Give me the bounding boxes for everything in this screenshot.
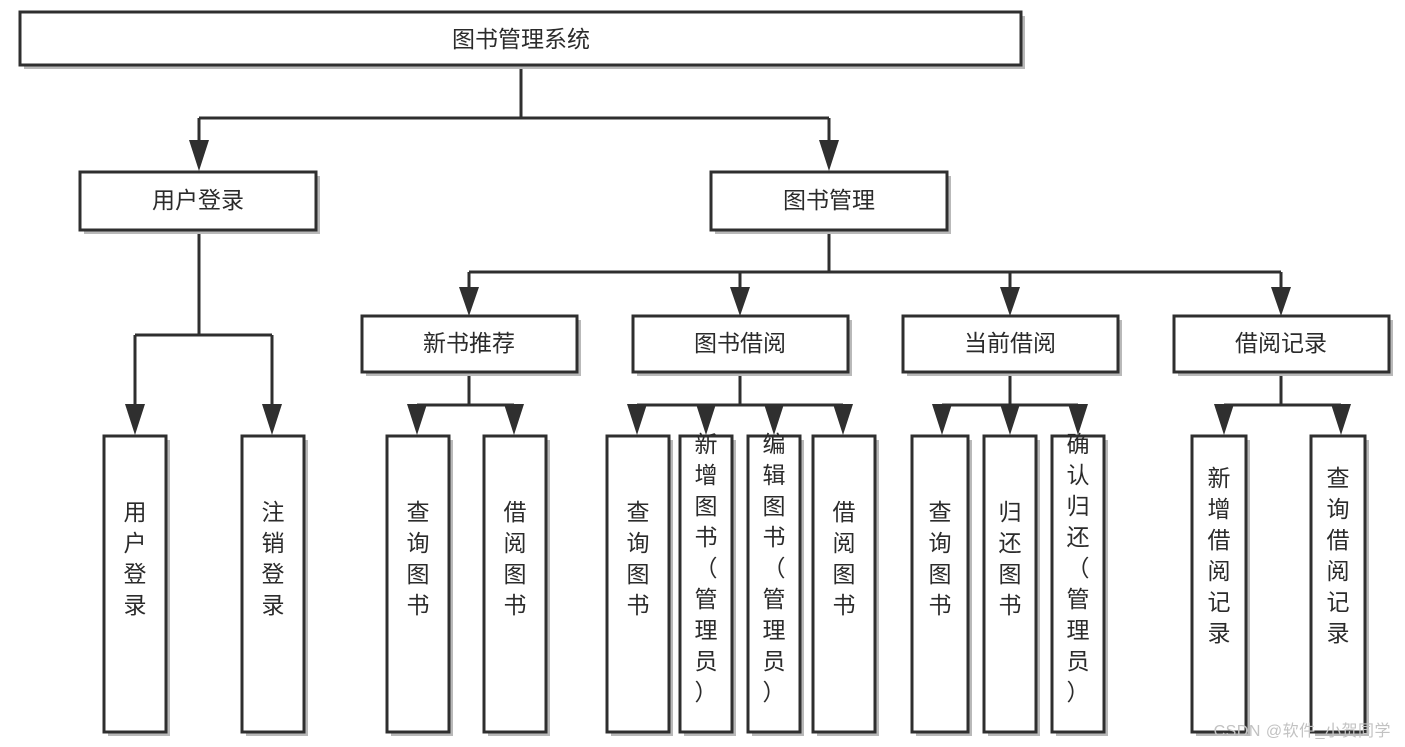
root-box: [18, 10, 1023, 67]
leaf-node-recommend-query-book[interactable]: 查询图书: [385, 434, 453, 736]
borrow-record-box: [1172, 314, 1391, 374]
node-book-manage[interactable]: 图书管理: [709, 170, 951, 234]
csdn-watermark: CSDN @软件_小贺同学: [1213, 723, 1391, 740]
leaf-borrow-borrow-label: 借阅图书: [833, 499, 856, 618]
borrow-record-label: 借阅记录: [1235, 330, 1327, 356]
arrow-head-record-leaf-2: [1331, 404, 1351, 435]
arrow-head-new-book-recommend: [459, 287, 479, 316]
leaf-node-borrow-borrow-book[interactable]: 借阅图书: [811, 434, 879, 736]
leaf-node-borrow-query-book[interactable]: 查询图书: [605, 434, 673, 736]
user-login-label: 用户登录: [152, 187, 244, 213]
node-root-system[interactable]: 图书管理系统: [18, 10, 1025, 69]
user-login-box: [78, 170, 318, 232]
arrow-head-borrow-leaf-4: [833, 404, 853, 435]
leaf-node-current-return-book[interactable]: 归还图书: [982, 434, 1040, 736]
leaf-user-login-box: [102, 434, 168, 734]
leaf-user-login-label: 用户登录: [124, 499, 147, 618]
leaf-recommend-borrow-box: [482, 434, 548, 734]
book-borrow-label: 图书借阅: [694, 330, 786, 356]
leaf-node-borrow-add-book[interactable]: 新增图书（管理员）: [678, 431, 736, 736]
leaf-borrow-query-label: 查询图书: [627, 499, 650, 618]
leaf-record-query-box: [1309, 434, 1367, 734]
book-manage-box: [709, 170, 949, 232]
arrow-head-user-login: [189, 140, 209, 171]
current-borrow-box: [901, 314, 1120, 374]
arrow-head-book-manage: [819, 140, 839, 171]
leaf-record-add-box: [1190, 434, 1248, 734]
root-label: 图书管理系统: [452, 26, 590, 52]
leaf-logout-box: [240, 434, 306, 734]
arrow-head-current-borrow: [1000, 287, 1020, 316]
arrow-head-recommend-leaf-1: [407, 404, 427, 435]
leaf-recommend-query-label: 查询图书: [407, 499, 430, 618]
leaf-node-borrow-edit-book[interactable]: 编辑图书（管理员）: [746, 431, 804, 736]
leaf-current-query-box: [910, 434, 970, 734]
arrow-head-leaf-user-login: [125, 404, 145, 435]
leaf-logout-label: 注销登录: [262, 499, 285, 618]
current-borrow-label: 当前借阅: [964, 330, 1056, 356]
leaf-current-return-box: [982, 434, 1038, 734]
arrow-head-current-leaf-2: [1000, 404, 1020, 435]
leaf-current-return-label: 归还图书: [999, 499, 1022, 618]
node-borrow-record[interactable]: 借阅记录: [1172, 314, 1393, 376]
leaf-borrow-borrow-box: [811, 434, 877, 734]
leaf-node-current-confirm-return[interactable]: 确认归还（管理员）: [1050, 431, 1108, 736]
leaf-node-record-add[interactable]: 新增借阅记录: [1190, 434, 1250, 736]
node-current-borrow[interactable]: 当前借阅: [901, 314, 1122, 376]
leaf-node-user-login[interactable]: 用户登录: [102, 434, 170, 736]
leaf-borrow-add-box: [678, 434, 734, 734]
arrow-head-book-borrow: [730, 287, 750, 316]
arrow-head-leaf-logout: [262, 404, 282, 435]
new-book-recommend-label: 新书推荐: [423, 330, 515, 356]
leaf-current-confirm-label: 确认归还（管理员）: [1067, 431, 1090, 705]
leaf-record-query-label: 查询借阅记录: [1327, 465, 1350, 646]
leaf-node-recommend-borrow-book[interactable]: 借阅图书: [482, 434, 550, 736]
leaf-borrow-query-box: [605, 434, 671, 734]
connector-layer: [125, 66, 1351, 435]
arrow-head-borrow-leaf-1: [627, 404, 647, 435]
leaf-borrow-edit-label: 编辑图书（管理员）: [763, 431, 786, 705]
leaf-node-current-query-book[interactable]: 查询图书: [910, 434, 972, 736]
leaf-node-record-query[interactable]: 查询借阅记录: [1309, 434, 1369, 736]
node-new-book-recommend[interactable]: 新书推荐: [360, 314, 581, 376]
arrow-head-current-leaf-1: [932, 404, 952, 435]
book-borrow-box: [631, 314, 850, 374]
node-book-borrow[interactable]: 图书借阅: [631, 314, 852, 376]
leaf-borrow-add-label: 新增图书（管理员）: [695, 431, 718, 705]
arrow-head-current-leaf-3: [1068, 404, 1088, 435]
leaf-record-add-label: 新增借阅记录: [1208, 465, 1231, 646]
arrow-head-borrow-leaf-3: [764, 404, 784, 435]
leaf-current-confirm-box: [1050, 434, 1106, 734]
arrow-head-recommend-leaf-2: [504, 404, 524, 435]
arrow-head-record-leaf-1: [1214, 404, 1234, 435]
arrow-head-borrow-leaf-2: [696, 404, 716, 435]
leaf-borrow-edit-box: [746, 434, 802, 734]
leaf-current-query-label: 查询图书: [929, 499, 952, 618]
new-book-recommend-box: [360, 314, 579, 374]
book-manage-label: 图书管理: [783, 187, 875, 213]
node-user-login[interactable]: 用户登录: [78, 170, 320, 234]
leaf-recommend-query-box: [385, 434, 451, 734]
arrow-head-borrow-record: [1271, 287, 1291, 316]
leaf-node-logout[interactable]: 注销登录: [240, 434, 308, 736]
leaf-recommend-borrow-label: 借阅图书: [504, 499, 527, 618]
